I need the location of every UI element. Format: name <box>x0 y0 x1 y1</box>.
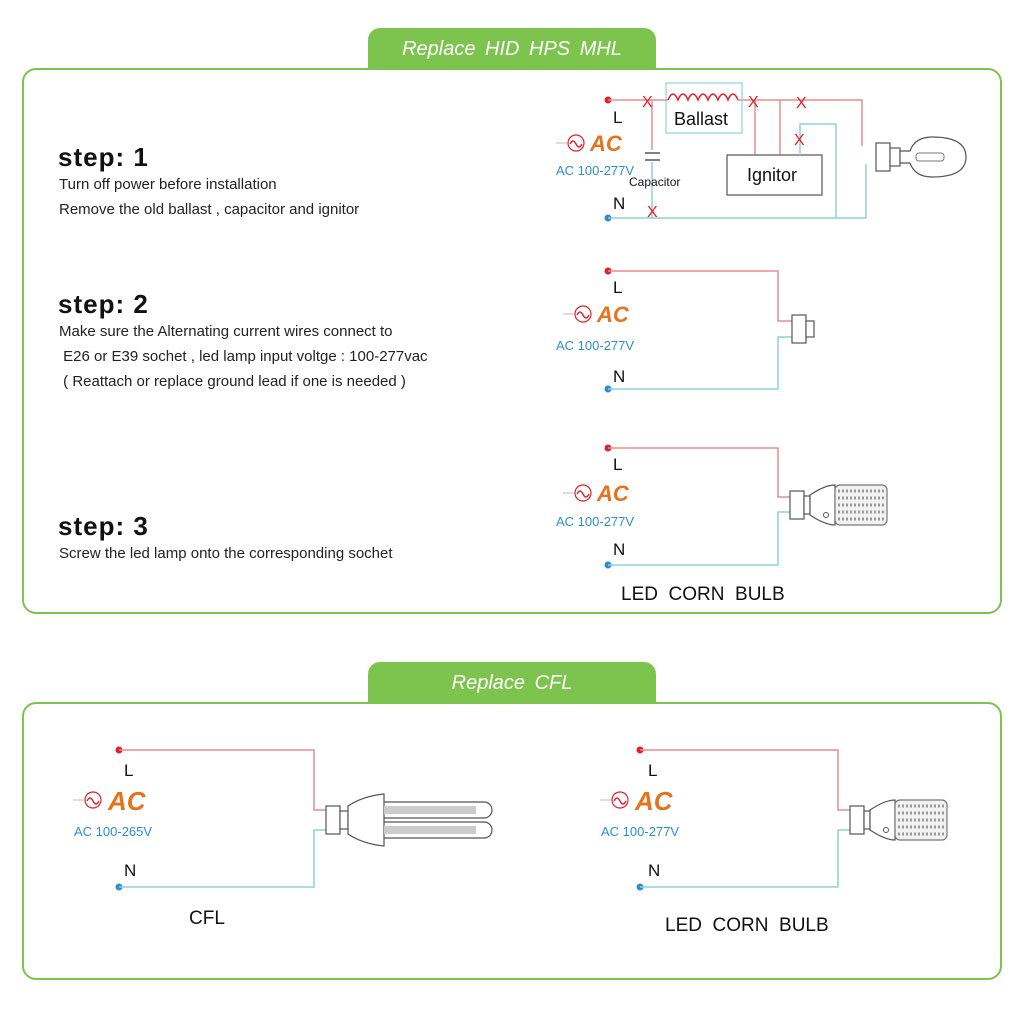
n-label: N <box>613 540 625 559</box>
ac-label: AC <box>596 481 630 506</box>
socket-icon <box>791 314 815 344</box>
cut-mark-4: X <box>794 132 805 149</box>
cfl-corn-diagram: L N AC AC 100-277V LED CORN BULB <box>599 746 949 936</box>
voltage-label: AC 100-277V <box>601 824 679 839</box>
hid-bulb-icon <box>875 136 967 178</box>
ac-label: AC <box>634 786 674 816</box>
corn-bulb-icon <box>848 798 949 842</box>
ac-label: AC <box>589 131 623 156</box>
ac-label: AC <box>107 786 147 816</box>
step-1-line-1: Turn off power before installation <box>59 176 277 193</box>
step-2-line-3: ( Reattach or replace ground lead if one… <box>59 373 406 390</box>
ignitor-label: Ignitor <box>747 165 797 185</box>
n-label: N <box>613 194 625 213</box>
ac-label: AC <box>596 302 630 327</box>
socket-diagram: L N AC AC 100-277V <box>556 267 815 393</box>
corn-bulb-icon <box>788 483 889 527</box>
n-label: N <box>613 367 625 386</box>
ballast-coil-icon <box>667 93 739 102</box>
hid-tab: Replace HID HPS MHL <box>368 28 656 70</box>
step-2-line-1: Make sure the Alternating current wires … <box>59 323 393 340</box>
n-label: N <box>124 861 136 880</box>
l-label: L <box>648 761 657 780</box>
ballast-box <box>665 82 743 134</box>
cfl-caption: CFL <box>189 908 225 929</box>
ballast-label: Ballast <box>674 109 728 129</box>
cut-mark-1: X <box>642 94 653 111</box>
l-label: L <box>613 455 622 474</box>
hid-diagram: L N AC AC 100-277V Ballast Capacitor Ign… <box>555 82 967 222</box>
cut-mark-3: X <box>796 95 807 112</box>
voltage-label: AC 100-277V <box>556 338 634 353</box>
step-1-title: step: 1 <box>58 142 149 172</box>
cut-mark-5: X <box>647 204 658 221</box>
voltage-label: AC 100-277V <box>556 163 634 178</box>
ac-symbol-icon <box>72 791 102 809</box>
ac-symbol-icon <box>599 791 629 809</box>
cfl-bulb-icon <box>325 793 493 847</box>
step-3-line-1: Screw the led lamp onto the correspondin… <box>59 545 393 562</box>
step-2-title: step: 2 <box>58 289 149 319</box>
voltage-label: AC 100-277V <box>556 514 634 529</box>
corn-bulb-caption: LED CORN BULB <box>665 915 829 936</box>
ac-symbol-icon <box>562 484 592 502</box>
step-1-line-2: Remove the old ballast , capacitor and i… <box>59 201 360 218</box>
ignitor-box <box>726 154 823 196</box>
cfl-tab: Replace CFL <box>368 662 656 704</box>
n-label: N <box>648 861 660 880</box>
step-3-title: step: 3 <box>58 511 149 541</box>
ac-symbol-icon <box>555 134 585 152</box>
capacitor-label: Capacitor <box>629 175 680 189</box>
l-label: L <box>613 108 622 127</box>
corn-bulb-diagram: L N AC AC 100-277V LED CORN BULB <box>556 444 889 605</box>
ac-symbol-icon <box>562 305 592 323</box>
l-label: L <box>613 278 622 297</box>
l-label: L <box>124 761 133 780</box>
voltage-label: AC 100-265V <box>74 824 152 839</box>
corn-bulb-caption: LED CORN BULB <box>621 584 785 605</box>
step-2-line-2: E26 or E39 sochet , led lamp input voltg… <box>59 348 428 365</box>
cfl-diagram: L N AC AC 100-265V CFL <box>72 746 493 929</box>
cut-mark-2: X <box>748 94 759 111</box>
